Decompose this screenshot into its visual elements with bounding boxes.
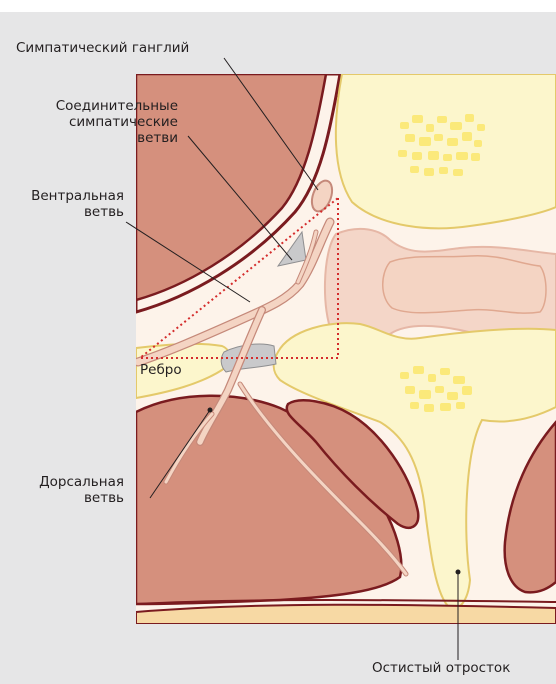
disc-core [383, 256, 546, 313]
label-rib: Ребро [140, 362, 182, 378]
subcutaneous-fat [136, 605, 556, 624]
label-spinous-process: Остистый отросток [372, 660, 510, 676]
label-rami-communicantes: Соединительные симпатические ветви [56, 98, 178, 146]
label-ventral-ramus: Вентральная ветвь [31, 188, 124, 220]
anatomy-figure: Симпатический ганглий Соединительные сим… [0, 12, 556, 684]
label-dorsal-ramus: Дорсальная ветвь [39, 474, 124, 506]
label-sympathetic-ganglion: Симпатический ганглий [16, 40, 189, 56]
vertebral-body-upper [336, 74, 556, 228]
